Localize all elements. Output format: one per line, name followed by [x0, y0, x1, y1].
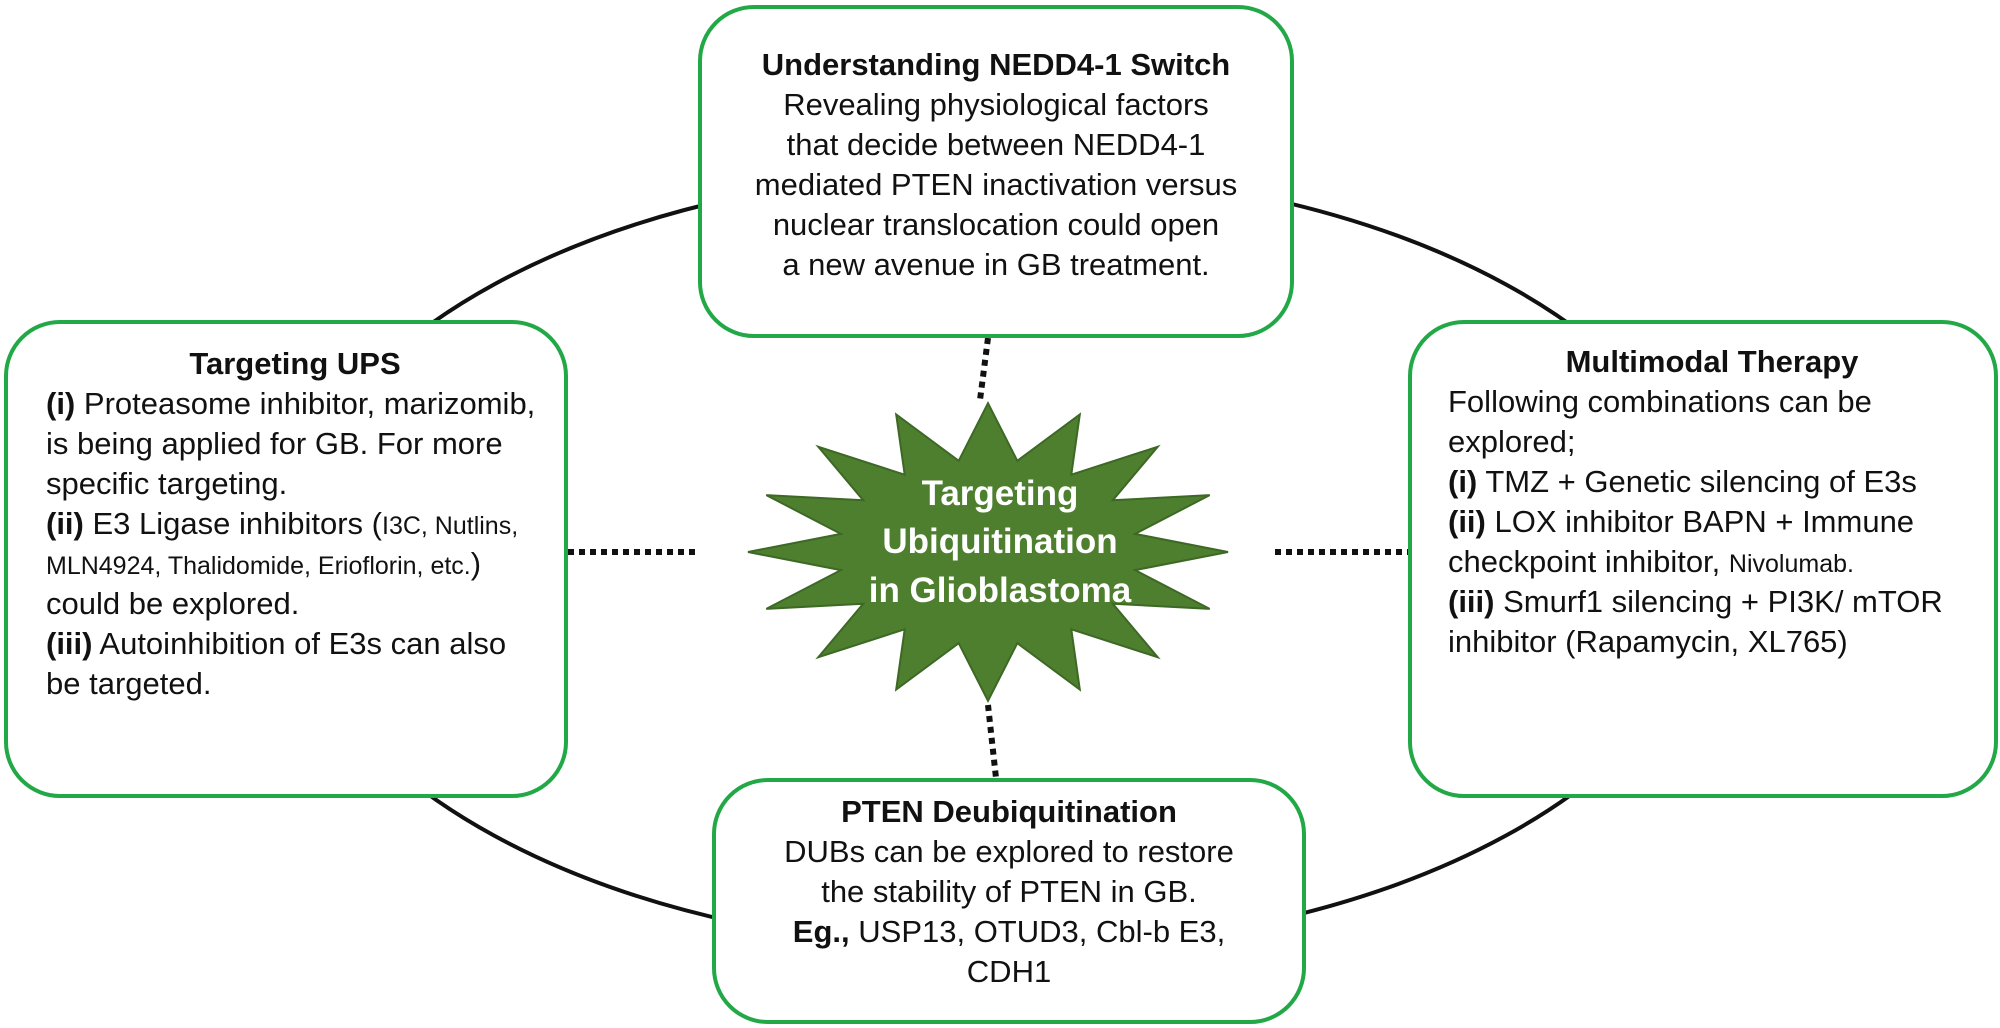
ups-item-1-text: Proteasome inhibitor, marizomib, is bein…: [46, 385, 536, 501]
nedd4-switch-line-4: nuclear translocation could open: [772, 206, 1220, 242]
targeting-ups-title: Targeting UPS: [189, 346, 401, 381]
pten-line-2: the stability of PTEN in GB.: [821, 873, 1197, 909]
pten-deubiquitination-title: PTEN Deubiquitination: [841, 794, 1177, 829]
nedd4-switch-box: Understanding NEDD4-1 Switch Revealing p…: [698, 5, 1294, 338]
multimodal-item-1: (i) TMZ + Genetic silencing of E3s: [1448, 462, 1976, 502]
nedd4-switch-line-2: that decide between NEDD4-1: [786, 126, 1206, 162]
ups-item-2-text-b: ) could be explored.: [46, 545, 482, 621]
pten-example-label: Eg.,: [792, 913, 850, 949]
ups-item-2-text-a: E3 Ligase inhibitors (: [92, 505, 383, 541]
multimodal-item-3-marker: (iii): [1448, 583, 1495, 619]
nedd4-switch-line-3: mediated PTEN inactivation versus: [754, 166, 1238, 202]
multimodal-item-2-text: LOX inhibitor BAPN + Immune checkpoint i…: [1448, 503, 1915, 579]
multimodal-item-2-drug: Nivolumab.: [1728, 549, 1854, 578]
nedd4-switch-line-1: Revealing physiological factors: [783, 86, 1209, 122]
multimodal-item-3-text: Smurf1 silencing + PI3K/ mTOR inhibitor …: [1448, 583, 1943, 659]
multimodal-item-2: (ii) LOX inhibitor BAPN + Immune checkpo…: [1448, 502, 1976, 582]
ups-item-2-marker: (ii): [46, 505, 84, 541]
pten-deubiquitination-box: PTEN Deubiquitination DUBs can be explor…: [712, 778, 1306, 1024]
center-label-line-3: in Glioblastoma: [868, 570, 1132, 610]
ups-item-1: (i) Proteasome inhibitor, marizomib, is …: [46, 384, 544, 504]
pten-line-3: Eg., USP13, OTUD3, Cbl-b E3,: [730, 912, 1288, 952]
multimodal-item-1-marker: (i): [1448, 463, 1478, 499]
nedd4-switch-title: Understanding NEDD4-1 Switch: [761, 47, 1231, 82]
connector-bottom: [985, 704, 999, 779]
multimodal-item-2-marker: (ii): [1448, 503, 1486, 539]
ups-item-3: (iii) Autoinhibition of E3s can also be …: [46, 624, 544, 704]
targeting-ups-box: Targeting UPS (i) Proteasome inhibitor, …: [4, 320, 568, 798]
ups-item-1-marker: (i): [46, 385, 76, 421]
multimodal-intro: Following combinations can be explored;: [1448, 383, 1872, 459]
multimodal-therapy-title: Multimodal Therapy: [1565, 344, 1859, 379]
pten-example-text: USP13, OTUD3, Cbl-b E3,: [858, 913, 1226, 949]
center-starburst: [747, 400, 1229, 704]
pten-line-4: CDH1: [966, 953, 1052, 989]
ups-item-3-text: Autoinhibition of E3s can also be target…: [46, 625, 507, 701]
pten-line-1: DUBs can be explored to restore: [784, 833, 1234, 869]
center-label: Targeting Ubiquitination in Glioblastoma: [780, 470, 1220, 615]
multimodal-item-1-text: TMZ + Genetic silencing of E3s: [1485, 463, 1917, 499]
ups-item-2: (ii) E3 Ligase inhibitors (I3C, Nutlins,…: [46, 504, 544, 624]
connector-top: [977, 337, 991, 401]
center-label-line-2: Ubiquitination: [882, 522, 1118, 562]
multimodal-therapy-box: Multimodal Therapy Following combination…: [1408, 320, 1998, 798]
center-label-line-1: Targeting: [921, 474, 1079, 513]
ups-item-2-inhibitor-list: I3C, Nutlins, MLN4924, Thalidomide, Erio…: [46, 511, 519, 580]
nedd4-switch-line-5: a new avenue in GB treatment.: [782, 246, 1210, 282]
ups-item-3-marker: (iii): [46, 625, 93, 661]
multimodal-item-3: (iii) Smurf1 silencing + PI3K/ mTOR inhi…: [1448, 582, 1976, 662]
